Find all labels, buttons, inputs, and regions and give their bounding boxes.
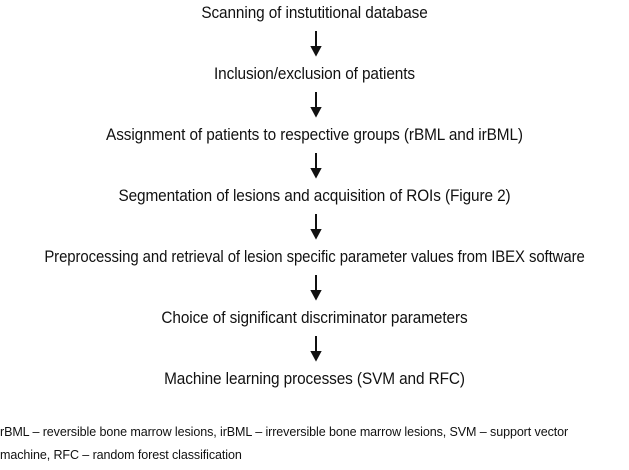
flow-step-4: Segmentation of lesions and acquisition … (118, 187, 511, 205)
down-arrow-icon (310, 153, 322, 179)
figure-footnote: rBML – reversible bone marrow lesions, i… (0, 420, 629, 466)
spacer (0, 118, 629, 125)
flow-connector-5 (0, 275, 629, 301)
spacer (0, 328, 629, 336)
flowchart: Scanning of instutitional database Inclu… (0, 4, 629, 388)
spacer (0, 57, 629, 64)
flow-connector-3 (0, 153, 629, 179)
spacer (0, 145, 629, 153)
flow-connector-4 (0, 214, 629, 240)
spacer (0, 179, 629, 186)
spacer (0, 240, 629, 247)
flow-connector-2 (0, 92, 629, 118)
spacer (0, 84, 629, 92)
flow-step-1: Scanning of instutitional database (201, 4, 428, 22)
down-arrow-icon (310, 275, 322, 301)
flow-step-3: Assignment of patients to respective gro… (106, 126, 523, 144)
spacer (0, 301, 629, 308)
down-arrow-icon (310, 214, 322, 240)
spacer (0, 23, 629, 31)
flow-step-5: Preprocessing and retrieval of lesion sp… (44, 248, 585, 266)
flow-step-2: Inclusion/exclusion of patients (214, 65, 415, 83)
flow-connector-6 (0, 336, 629, 362)
down-arrow-icon (310, 31, 322, 57)
down-arrow-icon (310, 92, 322, 118)
footnote-line-2: machine, RFC – random forest classificat… (0, 447, 242, 462)
down-arrow-icon (310, 336, 322, 362)
spacer (0, 267, 629, 275)
spacer (0, 206, 629, 214)
spacer (0, 362, 629, 369)
flow-connector-1 (0, 31, 629, 57)
flow-step-6: Choice of significant discriminator para… (161, 309, 468, 327)
flow-step-7: Machine learning processes (SVM and RFC) (164, 370, 465, 388)
footnote-line-1: rBML – reversible bone marrow lesions, i… (0, 424, 569, 439)
